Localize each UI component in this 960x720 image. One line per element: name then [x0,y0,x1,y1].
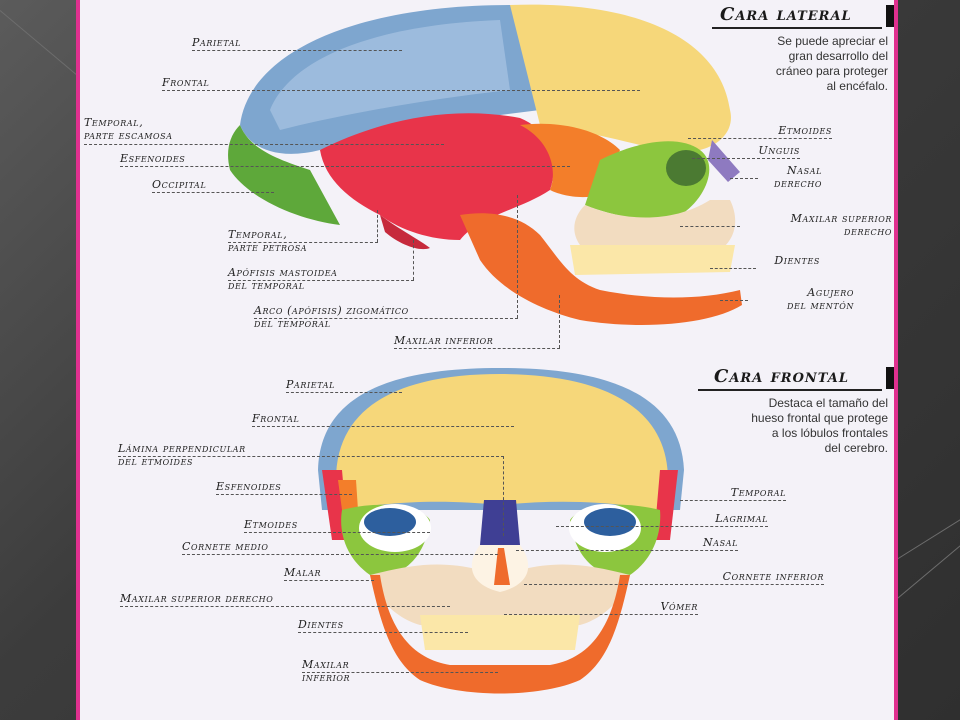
label-cornete-medio: Cornete medio [182,540,269,553]
leader-line [182,554,498,555]
leader-line [680,500,786,501]
leader-line [413,240,414,280]
leader-line [516,550,738,551]
label-etmoides: Etmoides [778,124,832,137]
frontal-title: Cara frontal [714,366,849,387]
frontal-description: Destaca el tamaño del hueso frontal que … [751,396,888,455]
leader-line [730,178,758,179]
leader-line [228,280,414,281]
leader-line [692,158,800,159]
label-unguis: Unguis [758,144,800,157]
frontal-nasal-bone [480,500,520,545]
label-frontal: Frontal [162,76,210,89]
label-maxilar-inferior: Maxilar inferior [394,334,494,347]
lateral-description: Se puede apreciar el gran desarrollo del… [775,34,888,93]
leader-line [286,392,402,393]
background-line [0,10,85,82]
leader-line [688,138,832,139]
leader-line [244,532,430,533]
label-lamina-perpendicular: Lámina perpendicular del etmoides [118,442,246,468]
leader-line [720,300,748,301]
leader-line [216,494,352,495]
label-frontal-temporal: Temporal [730,486,786,499]
leader-line [84,144,444,145]
frontal-frontal-bone [336,374,668,510]
lateral-maxilla [574,200,736,255]
label-nasal-derecho: Nasal derecho [774,164,822,190]
label-temporal-petrosa: Temporal, parte petrosa [228,228,308,254]
lateral-occipital-bone [228,125,340,225]
lateral-frontal-bone [510,4,731,151]
frontal-sphenoid-bone [338,480,358,510]
leader-line [254,318,518,319]
leader-line [284,580,374,581]
label-frontal-parietal: Parietal [286,378,335,391]
leader-line [710,268,756,269]
lateral-skull-illustration [228,4,742,325]
leader-line [302,672,498,673]
leader-line [252,426,514,427]
leader-line [503,456,504,536]
frontal-skull-illustration [318,368,684,694]
label-malar: Malar [284,566,322,579]
label-frontal-dientes: Dientes [298,618,344,631]
leader-line [228,242,378,243]
leader-line [504,614,698,615]
label-esfenoides: Esfenoides [120,152,186,165]
leader-line [556,526,768,527]
label-maxilar-superior: Maxilar superior derecho [790,212,892,238]
leader-line [377,210,378,242]
label-parietal: Parietal [192,36,241,49]
leader-line [152,192,274,193]
label-lagrimal: Lagrimal [715,512,768,525]
label-arco-zigomatico: Arco (apófisis) zigomático del temporal [254,304,409,330]
leader-line [192,50,402,51]
leader-line [559,295,560,348]
leader-line [120,166,570,167]
lateral-parietal-highlight [270,20,510,130]
frontal-temporal-bone-right [654,470,678,540]
frontal-title-rule [698,389,882,391]
lateral-nasal-bone [708,140,740,182]
frontal-maxilla [370,564,630,625]
label-temporal-escamosa: Temporal, parte escamosa [84,116,173,142]
frontal-orbit-left-inner [364,508,416,536]
label-cornete-inferior: Cornete inferior [722,570,824,583]
lateral-orbit [666,150,706,186]
leader-line [162,90,640,91]
label-apofisis-mastoidea: Apófisis mastoidea del temporal [228,266,338,292]
frontal-vomer [494,548,510,585]
leader-line [394,348,560,349]
leader-line [680,226,740,227]
leader-line [524,584,824,585]
frontal-mandible [370,575,630,694]
lateral-title: Cara lateral [720,4,852,25]
label-agujero-menton: Agujero del mentón [787,286,854,312]
lateral-mastoid [380,215,430,250]
label-frontal-esfenoides: Esfenoides [216,480,282,493]
lateral-teeth [570,245,735,275]
leader-line [517,195,518,318]
label-frontal-etmoides: Etmoides [244,518,298,531]
leader-line [298,632,468,633]
label-frontal-frontal: Frontal [252,412,300,425]
anatomy-panel: Cara lateral Se puede apreciar el gran d… [76,0,898,720]
background-line [894,542,960,601]
label-frontal-nasal: Nasal [703,536,738,549]
label-frontal-maxilar-inferior: Maxilar inferior [302,658,351,684]
leader-line [120,606,450,607]
lateral-title-block [886,5,894,27]
label-vomer: Vómer [660,600,698,613]
leader-line [118,456,504,457]
lateral-title-rule [712,27,882,29]
label-dientes: Dientes [774,254,820,267]
frontal-title-block [886,367,894,389]
lateral-mandible [460,213,742,325]
frontal-orbit-right-inner [584,508,636,536]
label-occipital: Occipital [152,178,207,191]
frontal-teeth [420,615,580,650]
label-maxilar-superior-derecho: Maxilar superior derecho [120,592,274,605]
